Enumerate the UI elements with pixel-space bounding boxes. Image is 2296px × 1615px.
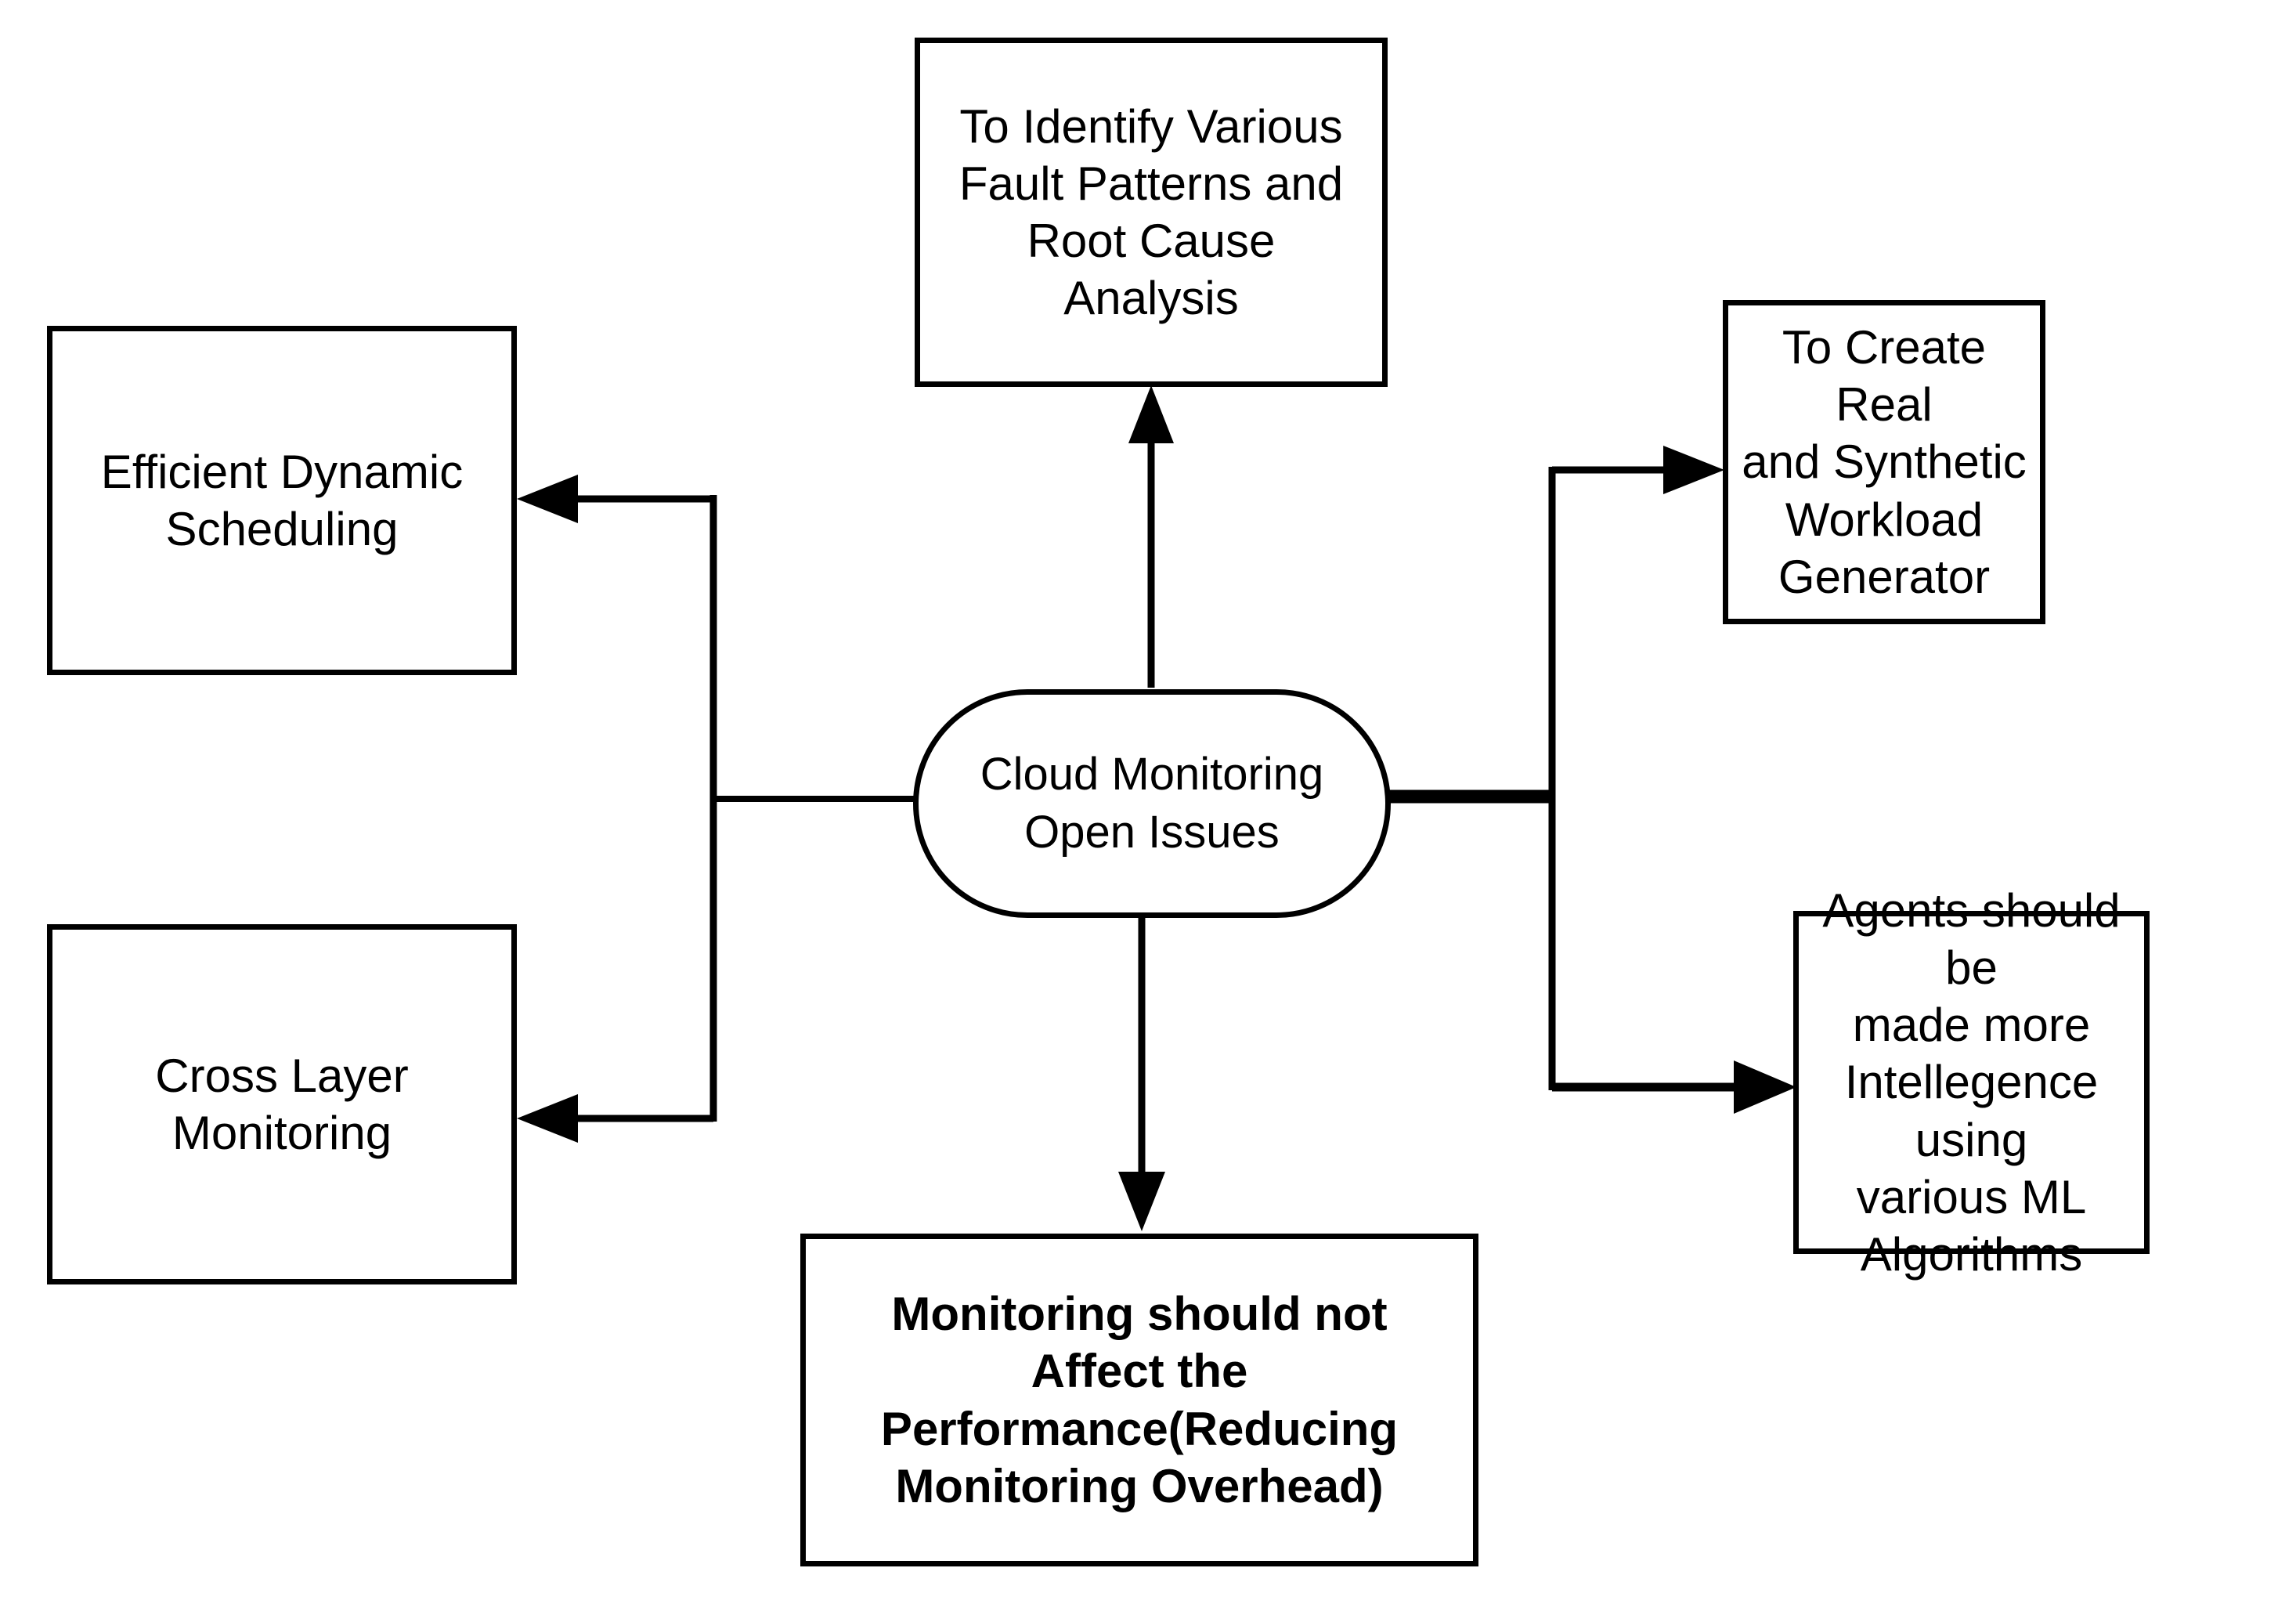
node-fault-patterns-label: To Identify Various Fault Patterns and R…: [958, 99, 1344, 325]
center-node-label: Cloud Monitoring Open Issues: [980, 748, 1324, 858]
center-node-cloud-monitoring-open-issues[interactable]: Cloud Monitoring Open Issues: [913, 689, 1391, 918]
node-cross-layer-monitoring[interactable]: Cross Layer Monitoring: [47, 924, 517, 1284]
node-monitoring-overhead[interactable]: Monitoring should not Affect the Perform…: [800, 1234, 1478, 1566]
edge-center-left-trunk: [709, 495, 915, 1122]
node-cross-layer-monitoring-label: Cross Layer Monitoring: [155, 1049, 409, 1159]
node-workload-generator-label: To Create Real and Synthetic Workload Ge…: [1742, 321, 2027, 603]
node-monitoring-overhead-label: Monitoring should not Affect the Perform…: [880, 1288, 1399, 1512]
node-fault-patterns[interactable]: To Identify Various Fault Patterns and R…: [915, 38, 1388, 387]
edge-center-right-trunk: [1388, 467, 1556, 1090]
edge-center-to-fault-patterns: [1128, 385, 1174, 688]
edge-center-to-efficient-dynamic-scheduling: [517, 475, 713, 523]
node-efficient-dynamic-scheduling[interactable]: Efficient Dynamic Scheduling: [47, 326, 517, 675]
edge-center-to-monitoring-overhead: [1118, 915, 1165, 1231]
edge-center-to-cross-layer-monitoring: [517, 1094, 713, 1143]
edge-center-to-workload-generator: [1552, 446, 1724, 494]
edge-center-to-ml-agents: [1552, 1060, 1796, 1114]
node-efficient-dynamic-scheduling-label: Efficient Dynamic Scheduling: [100, 445, 464, 555]
node-ml-agents[interactable]: Agents should be made more Intellegence …: [1793, 884, 2150, 1281]
node-workload-generator[interactable]: To Create Real and Synthetic Workload Ge…: [1723, 300, 2045, 624]
node-ml-agents-label: Agents should be made more Intellegence …: [1822, 883, 2121, 1281]
